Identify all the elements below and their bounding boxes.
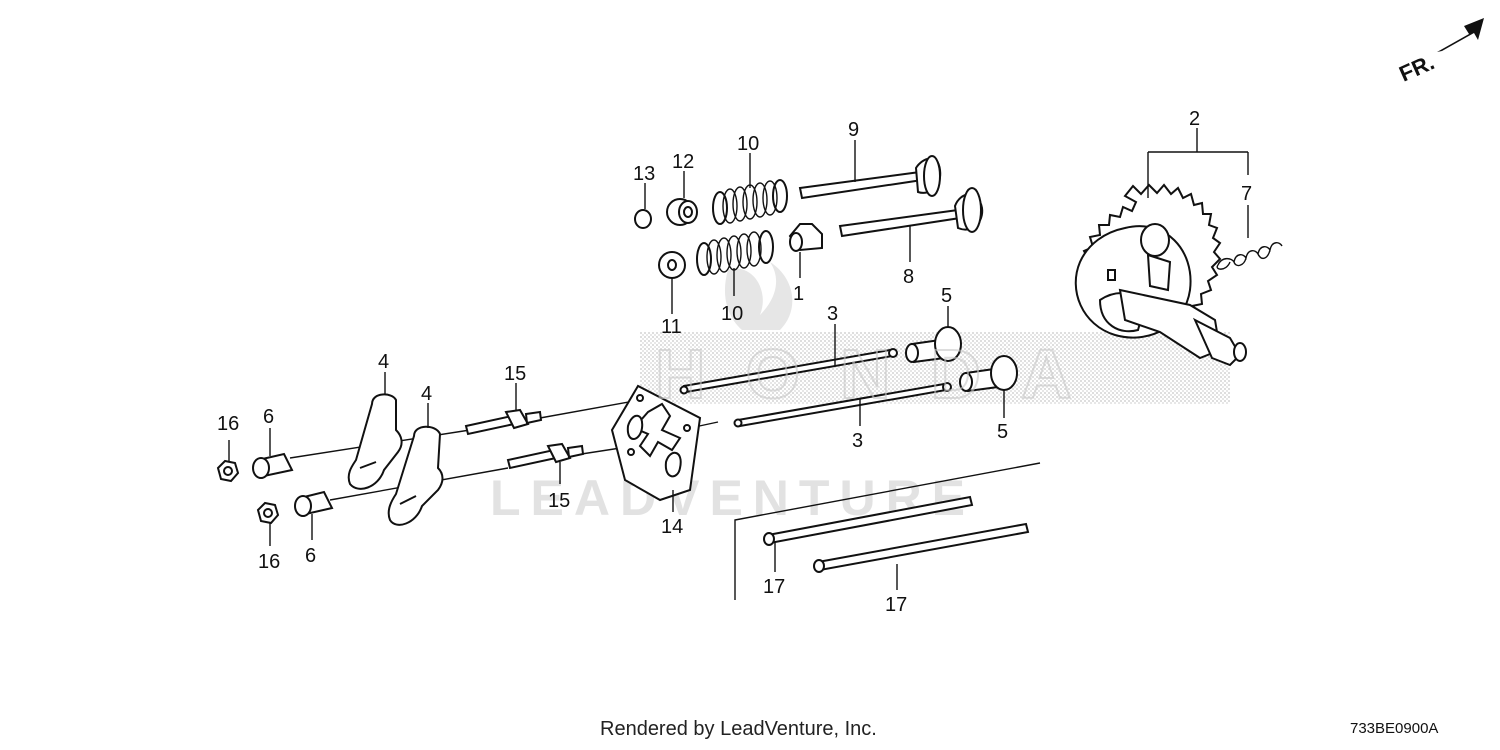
label-14: 14 xyxy=(661,516,683,538)
pivot-adjusting-nut-lower xyxy=(256,501,280,525)
label-5-upper: 5 xyxy=(941,285,952,307)
label-10-upper: 10 xyxy=(737,133,759,155)
label-5-lower: 5 xyxy=(997,421,1008,443)
front-direction-arrow-icon: FR. xyxy=(1395,18,1484,87)
push-rod-upper xyxy=(679,348,898,395)
valve-spring-lower xyxy=(696,230,774,276)
valve-lifter-upper xyxy=(905,326,962,364)
valve-retainer-upper xyxy=(666,198,698,226)
push-rod-spare-lower xyxy=(813,522,1030,573)
label-9: 9 xyxy=(848,119,859,141)
push-rod-spare-upper xyxy=(763,495,974,546)
label-8: 8 xyxy=(903,266,914,288)
intake-valve xyxy=(838,187,984,238)
watermark-logo-text: HONDA xyxy=(655,335,1112,413)
drawing-code: 733BE0900A xyxy=(1350,720,1439,737)
label-6-lower: 6 xyxy=(305,545,316,567)
label-16-lower: 16 xyxy=(258,551,280,573)
valve-lifter-lower xyxy=(959,355,1018,393)
camshaft-gear xyxy=(1074,183,1247,367)
label-13: 13 xyxy=(633,163,655,185)
label-15-lower: 15 xyxy=(548,490,570,512)
valve-stem-seal xyxy=(788,223,823,252)
leader-lines xyxy=(228,128,1249,590)
push-rod-lower xyxy=(733,382,952,428)
label-17-upper: 17 xyxy=(763,576,785,598)
pushrod-panel-outline xyxy=(734,462,1041,600)
label-10-lower: 10 xyxy=(721,303,743,325)
rocker-arm-pivot-lower xyxy=(294,490,334,517)
rocker-arm-stud-lower xyxy=(506,442,585,470)
valve-retainer-lower xyxy=(658,251,686,279)
pivot-adjusting-nut-upper xyxy=(216,459,240,483)
governor-spring xyxy=(1216,242,1283,270)
push-rod-guide-plate xyxy=(610,384,702,502)
exhaust-valve xyxy=(798,155,942,200)
label-15-upper: 15 xyxy=(504,363,526,385)
rocker-arm-right xyxy=(387,425,444,526)
label-12: 12 xyxy=(672,151,694,173)
rocker-arm-pivot-upper xyxy=(252,452,294,479)
label-17-lower: 17 xyxy=(885,594,907,616)
front-direction-label: FR. xyxy=(1395,49,1438,86)
label-4-left: 4 xyxy=(378,351,389,373)
callout-labels: 1 2 3 3 4 4 5 5 6 6 7 8 9 10 10 11 12 13… xyxy=(217,108,1252,616)
label-2: 2 xyxy=(1189,108,1200,130)
label-3-lower: 3 xyxy=(852,430,863,452)
label-16-upper: 16 xyxy=(217,413,239,435)
label-11: 11 xyxy=(661,316,682,338)
footer-credit: Rendered by LeadVenture, Inc. xyxy=(600,718,877,740)
label-4-right: 4 xyxy=(421,383,432,405)
valve-spring-upper xyxy=(712,179,788,225)
rocker-arm-stud-upper xyxy=(464,408,543,436)
label-7: 7 xyxy=(1241,183,1252,205)
rocker-arm-left xyxy=(347,393,403,490)
label-6-upper: 6 xyxy=(263,406,274,428)
valve-cotter xyxy=(634,209,652,229)
label-3-upper: 3 xyxy=(827,303,838,325)
label-1: 1 xyxy=(793,283,804,305)
